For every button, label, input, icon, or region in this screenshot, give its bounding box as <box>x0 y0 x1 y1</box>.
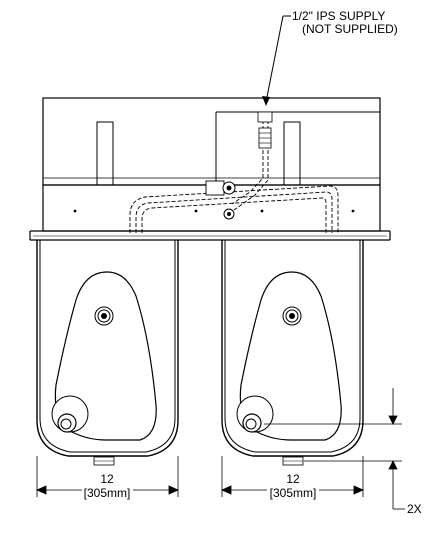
supply-piping <box>129 120 339 233</box>
vertical-dimension-2x <box>264 388 405 510</box>
quantity-label: 2X <box>407 502 422 516</box>
supply-fittings <box>205 111 273 220</box>
mounting-box <box>42 97 381 186</box>
left-width-inches: 12 <box>100 472 114 486</box>
right-bowl <box>221 240 364 466</box>
left-width-mm: [305mm] <box>84 486 131 500</box>
left-width-dimension <box>36 456 179 497</box>
right-width-mm: [305mm] <box>270 486 317 500</box>
right-width-inches: 12 <box>286 472 300 486</box>
right-width-dimension <box>221 456 364 497</box>
supply-callout-leader <box>262 15 291 106</box>
supply-callout-line2: (NOT SUPPLIED) <box>302 22 398 36</box>
frame-rim <box>29 184 391 241</box>
left-bowl <box>36 240 179 466</box>
supply-callout-line1: 1/2" IPS SUPPLY <box>292 9 385 23</box>
